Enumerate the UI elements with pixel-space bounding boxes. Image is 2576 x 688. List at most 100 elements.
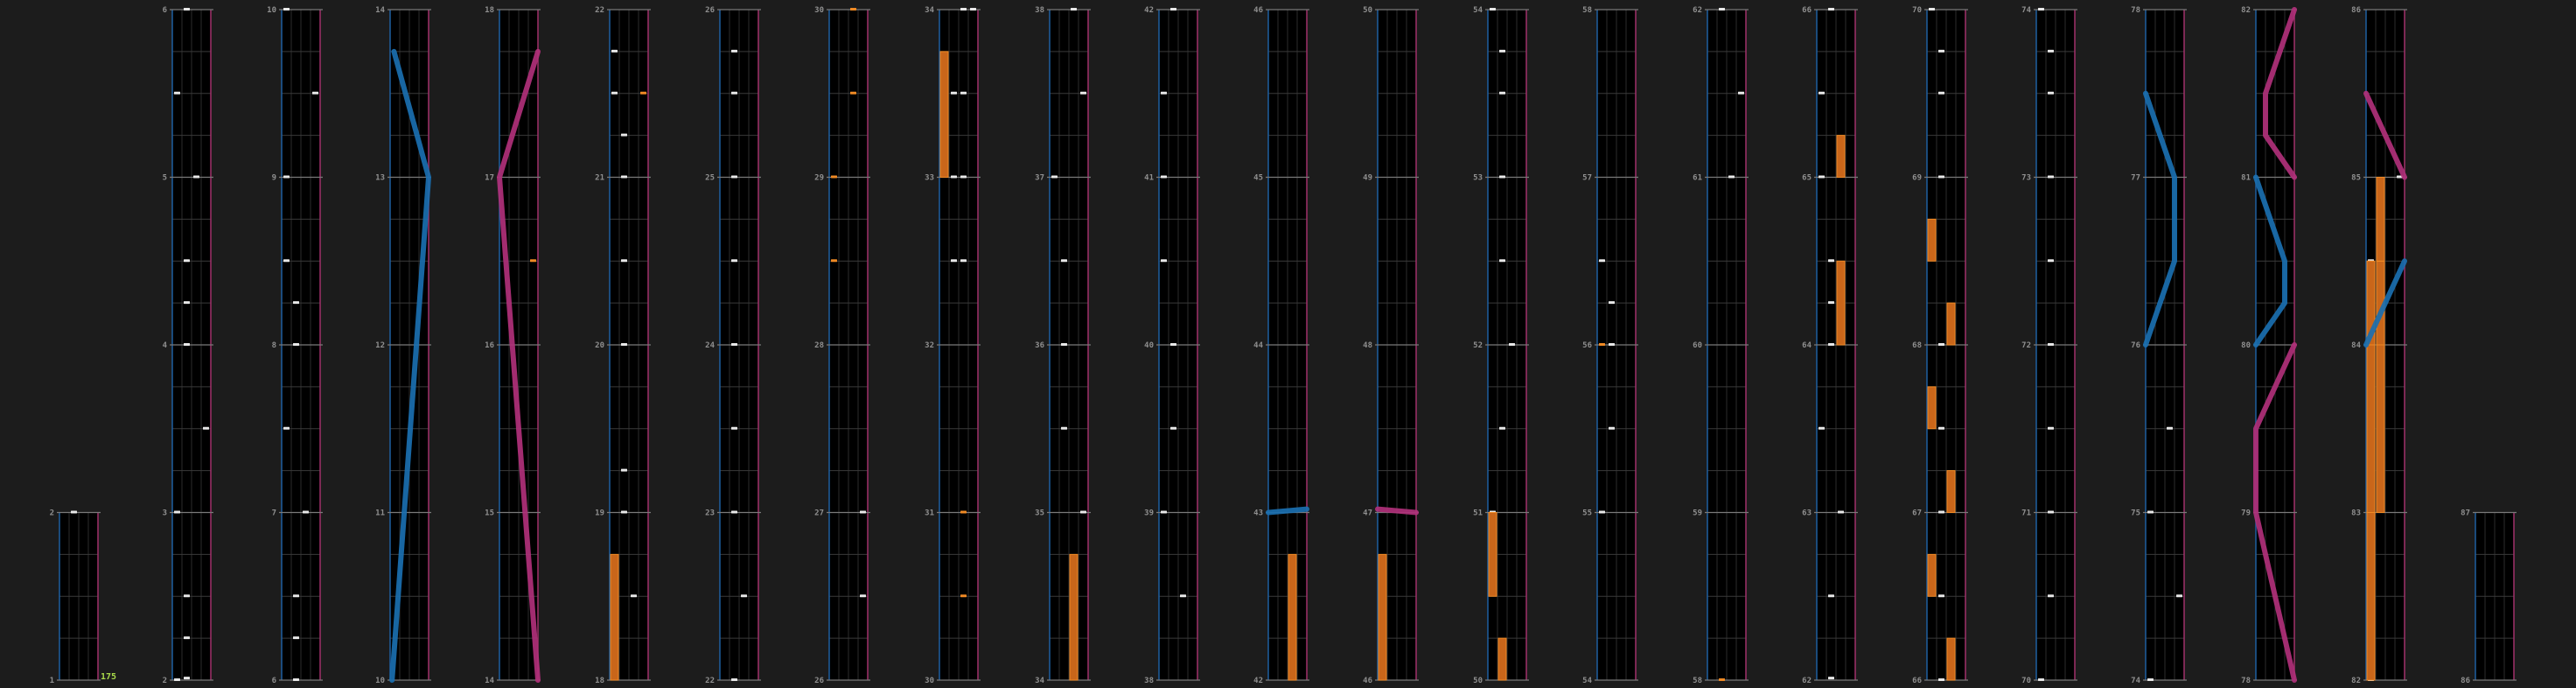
- measure-number: 44: [1253, 341, 1263, 350]
- tap-note: [731, 678, 737, 681]
- tap-note: [1490, 8, 1496, 11]
- measure-number: 12: [375, 341, 385, 350]
- tap-note: [1599, 510, 1605, 514]
- tap-note: [1499, 259, 1505, 263]
- tap-note: [2147, 510, 2154, 514]
- measure-number: 54: [1473, 6, 1483, 15]
- tap-note: [1938, 594, 1944, 598]
- tap-note: [621, 259, 627, 263]
- measure-number: 86: [2461, 677, 2470, 685]
- hold-note: [2366, 260, 2376, 346]
- tap-note: [1938, 91, 1944, 95]
- tap-note: [174, 510, 180, 514]
- measure-number: 7: [272, 509, 276, 518]
- tap-note: [174, 678, 180, 681]
- measure-number: 10: [267, 6, 276, 15]
- hold-note: [1488, 512, 1497, 597]
- measure-number: 26: [814, 677, 824, 685]
- blue-slide: [2143, 90, 2177, 348]
- tap-note: [184, 636, 190, 640]
- tap-note: [283, 8, 290, 11]
- measure-number: 85: [2351, 174, 2361, 183]
- tap-note: [203, 426, 209, 430]
- measure-number: 30: [814, 6, 824, 15]
- tap-note: [1061, 343, 1067, 346]
- tap-note: [1929, 8, 1935, 11]
- tap-note: [1938, 678, 1944, 681]
- measure-number: 62: [1802, 677, 1812, 685]
- measure-number: 64: [1802, 341, 1812, 350]
- measure-number: 45: [1253, 174, 1263, 183]
- measure-number: 67: [1912, 509, 1922, 518]
- tap-note: [2038, 8, 2044, 11]
- measure-number: 31: [925, 509, 934, 518]
- measure-number: 84: [2351, 341, 2361, 350]
- tap-note: [1170, 426, 1176, 430]
- measure-number: 71: [2021, 509, 2031, 518]
- orange-note: [850, 91, 856, 95]
- measure-number: 80: [2241, 341, 2251, 350]
- tap-note: [611, 49, 618, 53]
- measure-number: 25: [705, 174, 715, 183]
- tap-note: [1819, 91, 1825, 95]
- tap-note: [1838, 510, 1844, 514]
- tap-note: [1161, 259, 1167, 263]
- measure-number: 81: [2241, 174, 2251, 183]
- measure-number: 70: [1912, 6, 1922, 15]
- measure-number: 52: [1473, 341, 1483, 350]
- tap-note: [2147, 678, 2154, 681]
- orange-note: [831, 175, 837, 179]
- measure-number: 61: [1693, 174, 1702, 183]
- measure-number: 15: [485, 509, 494, 518]
- hold-note: [2376, 177, 2385, 262]
- tap-note: [293, 678, 299, 681]
- tap-note: [2176, 594, 2182, 598]
- tap-note: [1061, 426, 1067, 430]
- tap-note: [2048, 343, 2054, 346]
- tap-note: [1609, 426, 1615, 430]
- measure-number: 22: [595, 6, 604, 15]
- tap-note: [1051, 175, 1058, 179]
- pink-slide: [1375, 506, 1419, 516]
- tap-note: [283, 175, 290, 179]
- hold-note: [2366, 512, 2376, 681]
- measure-number: 17: [485, 174, 494, 183]
- tap-note: [970, 8, 976, 11]
- blue-slide: [389, 48, 431, 683]
- pink-slide: [497, 48, 541, 683]
- tap-note: [2038, 678, 2044, 681]
- measure-number: 27: [814, 509, 824, 518]
- tap-note: [1499, 426, 1505, 430]
- measure-number: 38: [1144, 677, 1154, 685]
- hold-note: [1836, 260, 1846, 346]
- tap-note: [1061, 259, 1067, 263]
- measure-number: 38: [1035, 6, 1044, 15]
- tap-note: [184, 259, 190, 263]
- measure-number: 8: [272, 341, 276, 350]
- tap-note: [1499, 49, 1505, 53]
- tap-note: [741, 594, 747, 598]
- tap-note: [2048, 259, 2054, 263]
- measure-number: 82: [2241, 6, 2251, 15]
- tap-note: [1071, 8, 1077, 11]
- measure-number: 4: [163, 341, 168, 350]
- tap-note: [2048, 594, 2054, 598]
- measure-number: 68: [1912, 341, 1922, 350]
- measure-number: 24: [705, 341, 715, 350]
- tap-note: [860, 594, 866, 598]
- hold-note: [1946, 302, 1956, 346]
- tap-note: [293, 636, 299, 640]
- measure-number: 11: [375, 509, 385, 518]
- measure-number: 87: [2461, 509, 2470, 518]
- tap-note: [731, 175, 737, 179]
- measure-number: 69: [1912, 174, 1922, 183]
- measure-number: 75: [2131, 509, 2140, 518]
- hold-note: [1927, 386, 1937, 430]
- measure-number: 6: [272, 677, 276, 685]
- measure-number: 57: [1582, 174, 1592, 183]
- measure-number: 72: [2021, 341, 2031, 350]
- tap-note: [1719, 8, 1725, 11]
- tap-note: [621, 510, 627, 514]
- hold-note: [610, 553, 619, 681]
- measure-number: 77: [2131, 174, 2140, 183]
